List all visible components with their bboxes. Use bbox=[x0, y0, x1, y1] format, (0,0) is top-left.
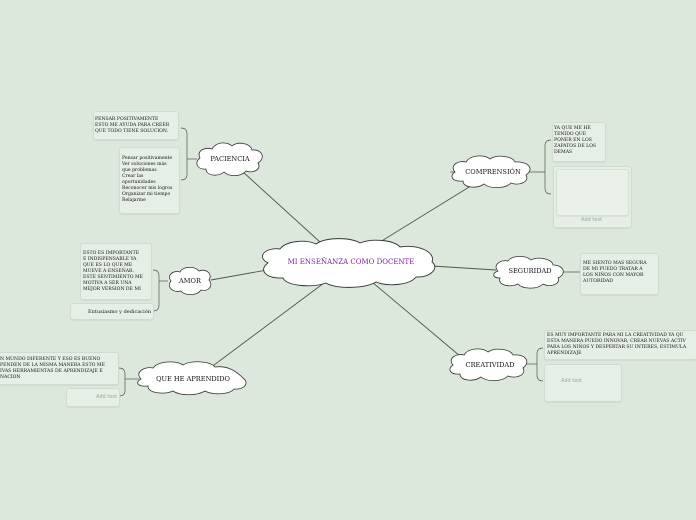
note-card-creatividad-2[interactable] bbox=[544, 364, 622, 402]
note-card-aprendido-2[interactable] bbox=[66, 388, 120, 407]
note-creatividad-1: ES MUY IMPORTANTE PARA MI LA CREATIVIDAD… bbox=[547, 333, 687, 356]
note-paciencia-1: PENSAR POSITIVAMENTE ESTO ME AYUDA PARA … bbox=[95, 117, 170, 134]
topic-node-comprension[interactable] bbox=[451, 155, 531, 189]
connector-paciencia bbox=[242, 171, 321, 243]
connector-aprendido bbox=[209, 279, 329, 369]
note-card-aprendido-1 bbox=[0, 352, 119, 385]
note-amor-1: ESTO ES IMPORTANTE E INDISPENSABLE YA QU… bbox=[83, 251, 144, 292]
note-card-paciencia-1 bbox=[93, 111, 179, 140]
topic-node-aprendido[interactable] bbox=[137, 361, 247, 396]
topic-label-comprension[interactable]: COMPRENSIÓN bbox=[465, 168, 521, 176]
image-placeholder-comprension[interactable] bbox=[556, 169, 629, 216]
topic-label-aprendido[interactable]: QUE HE APRENDIDO bbox=[156, 375, 230, 383]
connector-creatividad bbox=[371, 281, 461, 357]
topic-label-creatividad[interactable]: CREATIVIDAD bbox=[465, 361, 515, 369]
connector-seguridad bbox=[431, 265, 497, 271]
note-paciencia-2: Pensar positivamente Ver soluciones más … bbox=[122, 156, 173, 203]
note-card-amor-2 bbox=[70, 303, 154, 320]
note-card-comprension-1 bbox=[552, 122, 606, 162]
topic-label-paciencia[interactable]: PACIENCIA bbox=[210, 155, 250, 163]
add-text-comprension[interactable]: Add text bbox=[581, 217, 603, 223]
central-topic-label[interactable]: MI ENSEÑANZA COMO DOCENTE bbox=[287, 258, 415, 266]
note-card-paciencia-2 bbox=[119, 147, 180, 214]
central-node[interactable] bbox=[262, 238, 436, 288]
topic-label-amor[interactable]: AMOR bbox=[179, 277, 201, 285]
note-card-amor-1 bbox=[80, 243, 152, 300]
note-amor-2: Entusiasmo y dedicación bbox=[88, 309, 151, 315]
topic-node-paciencia[interactable] bbox=[196, 142, 263, 177]
add-text-creatividad[interactable]: Add text bbox=[561, 378, 583, 384]
note-seguridad-1: ME SIENTO MAS SEGURA DE MI PUEDO TRATAR … bbox=[583, 261, 647, 284]
note-comprension-1: YA QUE ME HE TENIDO QUE PONER EN LOS ZAP… bbox=[554, 126, 597, 155]
topic-node-seguridad[interactable] bbox=[493, 255, 564, 289]
note-card-creatividad-1 bbox=[544, 330, 696, 360]
note-card-seguridad-1 bbox=[580, 253, 659, 295]
connector-comprension bbox=[379, 183, 475, 243]
note-aprendido-1: N MUNDO DIFERENTE Y ESO ES BUENO PENDEN … bbox=[0, 357, 105, 380]
add-text-aprendido[interactable]: Add text bbox=[96, 394, 118, 400]
topic-node-amor[interactable] bbox=[168, 266, 212, 296]
topic-node-creatividad[interactable] bbox=[449, 348, 528, 382]
topic-label-seguridad[interactable]: SEGURIDAD bbox=[508, 267, 552, 275]
